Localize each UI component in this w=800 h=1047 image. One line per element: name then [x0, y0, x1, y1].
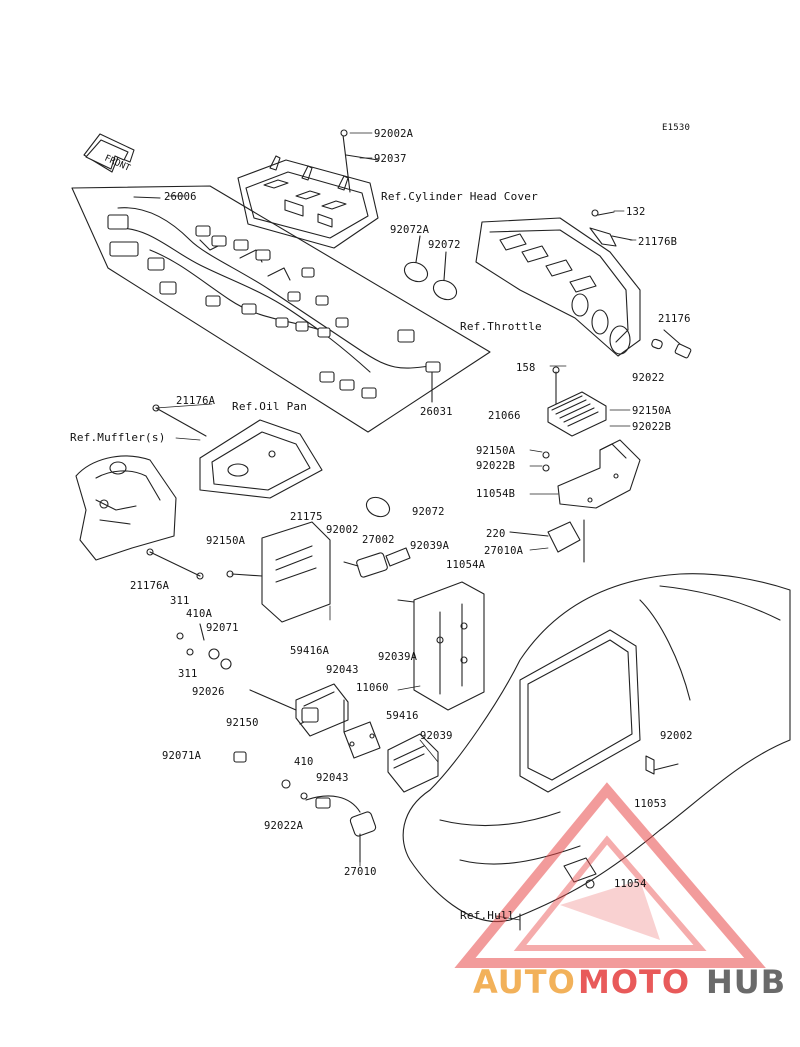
throttle-body-assembly [475, 209, 692, 359]
relay-59416 [387, 733, 439, 793]
part-label-92022B-mid: 92022B [476, 460, 516, 472]
control-unit-21175 [226, 521, 331, 623]
part-label-92072A: 92072A [390, 224, 430, 236]
part-label-92043-top: 92043 [326, 664, 359, 676]
front-arrow-icon: FRONT [83, 133, 135, 174]
part-label-59416: 59416 [386, 710, 419, 722]
part-label-21176A-top: 21176A [176, 395, 216, 407]
part-label-220: 220 [486, 528, 506, 540]
part-label-21176B: 21176B [638, 236, 678, 248]
diagram-id: E1530 [662, 123, 691, 133]
voltage-regulator [547, 366, 607, 437]
part-label-26006: 26006 [164, 191, 197, 203]
part-label-92022B-right: 92022B [632, 421, 672, 433]
part-label-11060: 11060 [356, 682, 389, 694]
leader-lines [155, 132, 637, 921]
relay-59416A [249, 683, 349, 737]
wiring-harness [71, 185, 491, 433]
part-label-92037: 92037 [374, 153, 407, 165]
ref-mufflers: Ref.Muffler(s) [70, 431, 166, 444]
part-label-11053: 11053 [634, 798, 667, 810]
part-label-92022: 92022 [632, 372, 665, 384]
part-label-311-top: 311 [170, 595, 190, 607]
part-label-92002-right: 92002 [660, 730, 693, 742]
part-label-27010A: 27010A [484, 545, 524, 557]
part-label-21176: 21176 [658, 313, 691, 325]
part-label-59416A: 59416A [290, 645, 330, 657]
small-hardware [176, 623, 308, 800]
oil-pan [199, 419, 323, 499]
clip-rings-92072 [365, 235, 458, 518]
ref-oil-pan: Ref.Oil Pan [232, 400, 308, 413]
part-label-92072-mid: 92072 [412, 506, 445, 518]
watermark-auto: AUTO [473, 963, 576, 1001]
part-label-92072-top: 92072 [428, 239, 461, 251]
temperature-sensor-21176A [146, 404, 207, 580]
part-label-21066: 21066 [488, 410, 521, 422]
ignition-coil-27002 [343, 547, 411, 578]
part-label-92039A-top: 92039A [410, 540, 450, 552]
part-label-311-bottom: 311 [178, 668, 198, 680]
part-label-92022A: 92022A [264, 820, 304, 832]
part-label-27010: 27010 [344, 866, 377, 878]
part-label-410: 410 [294, 756, 314, 768]
ref-throttle: Ref.Throttle [460, 320, 542, 333]
part-label-92150A-right: 92150A [632, 405, 672, 417]
part-label-92150: 92150 [226, 717, 259, 729]
hull [402, 573, 791, 931]
part-label-92150A-left: 92150A [206, 535, 246, 547]
watermark-moto: MOTO [578, 963, 691, 1001]
watermark-logo [454, 782, 766, 968]
part-label-11054A: 11054A [446, 559, 486, 571]
part-label-11054: 11054 [614, 878, 647, 890]
bracket-11054B [509, 439, 641, 563]
bracket-11054A [397, 581, 485, 711]
part-label-11054B: 11054B [476, 488, 516, 500]
part-label-92026: 92026 [192, 686, 225, 698]
part-label-92002-mid: 92002 [326, 524, 359, 536]
part-label-92071A: 92071A [162, 750, 202, 762]
grommet-92043 [343, 699, 381, 759]
part-label-92039A-mid: 92039A [378, 651, 418, 663]
part-label-92150A-mid: 92150A [476, 445, 516, 457]
part-label-132: 132 [626, 206, 646, 218]
part-label-21176A-bottom: 21176A [130, 580, 170, 592]
ref-hull: Ref.Hull [460, 909, 515, 922]
part-label-158: 158 [516, 362, 536, 374]
part-label-410A: 410A [186, 608, 213, 620]
part-label-27002: 27002 [362, 534, 395, 546]
part-label-26031: 26031 [420, 406, 453, 418]
sensor-27010 [305, 795, 377, 863]
muffler [75, 455, 177, 561]
watermark-hub: HUB [706, 963, 787, 1001]
part-label-92071: 92071 [206, 622, 239, 634]
part-label-92002A: 92002A [374, 128, 414, 140]
ref-cylinder-head-cover: Ref.Cylinder Head Cover [381, 190, 538, 203]
cylinder-head-cover [237, 129, 379, 249]
part-label-92043-bottom: 92043 [316, 772, 349, 784]
part-label-21175: 21175 [290, 511, 323, 523]
part-label-92039: 92039 [420, 730, 453, 742]
